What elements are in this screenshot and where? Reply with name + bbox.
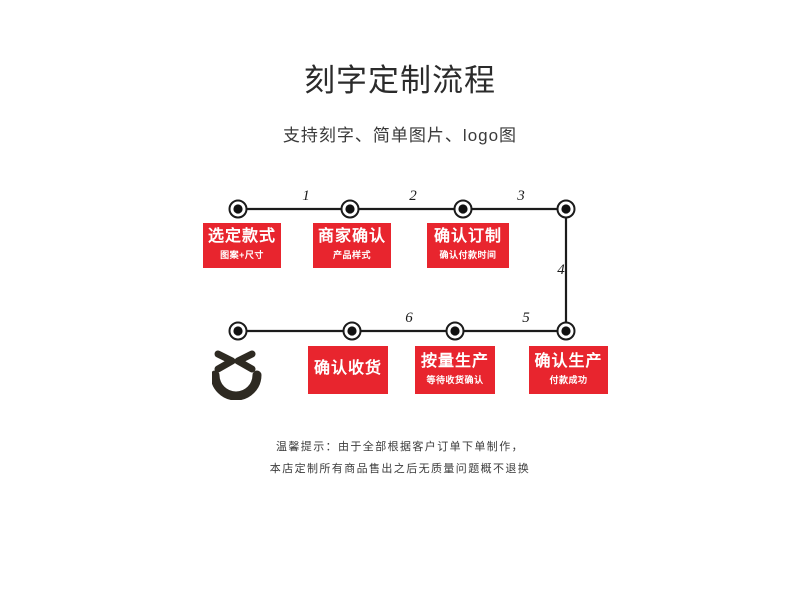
page-subtitle: 支持刻字、简单图片、logo图 xyxy=(282,126,518,145)
step-card-produce-by-quantity[interactable]: 按量生产 等待收货确认 xyxy=(415,346,495,394)
flow-node-5 xyxy=(556,321,576,341)
step-title: 确认生产 xyxy=(534,352,603,370)
flow-node-3 xyxy=(453,199,473,219)
footer-note-line-2: 本店定制所有商品售出之后无质量问题概不退换 xyxy=(269,463,531,475)
step-card-confirm-production[interactable]: 确认生产 付款成功 xyxy=(529,346,608,394)
step-subtitle: 等待收货确认 xyxy=(426,374,484,385)
segment-label-6: 6 xyxy=(405,310,413,326)
flow-node-8 xyxy=(228,321,248,341)
step-title: 商家确认 xyxy=(317,228,386,245)
segment-label-4: 4 xyxy=(557,262,565,278)
step-title: 确认订制 xyxy=(433,228,502,245)
step-card-select-style[interactable]: 选定款式 图案+尺寸 xyxy=(203,223,281,268)
step-card-confirm-order[interactable]: 确认订制 确认付款时间 xyxy=(427,223,509,268)
step-subtitle: 产品样式 xyxy=(332,250,371,260)
flow-node-4 xyxy=(556,199,576,219)
step-card-confirm-receipt[interactable]: 确认收货 xyxy=(308,346,388,394)
step-title: 按量生产 xyxy=(420,352,489,370)
flow-node-7 xyxy=(342,321,362,341)
step-title: 确认收货 xyxy=(313,360,382,377)
flow-node-1 xyxy=(228,199,248,219)
segment-label-1: 1 xyxy=(302,188,310,204)
step-title: 选定款式 xyxy=(207,228,276,245)
segment-label-3: 3 xyxy=(517,188,525,204)
footer-note-line-1: 温馨提示：由于全部根据客户订单下单制作， xyxy=(276,441,524,453)
smiley-face-icon xyxy=(212,350,262,400)
segment-label-2: 2 xyxy=(409,188,417,204)
step-subtitle: 图案+尺寸 xyxy=(220,250,264,260)
flow-node-2 xyxy=(340,199,360,219)
step-card-merchant-confirm[interactable]: 商家确认 产品样式 xyxy=(313,223,391,268)
page-title: 刻字定制流程 xyxy=(304,63,496,98)
step-subtitle: 付款成功 xyxy=(549,374,588,385)
step-subtitle: 确认付款时间 xyxy=(439,250,497,260)
flow-node-6 xyxy=(445,321,465,341)
segment-label-5: 5 xyxy=(522,310,530,326)
